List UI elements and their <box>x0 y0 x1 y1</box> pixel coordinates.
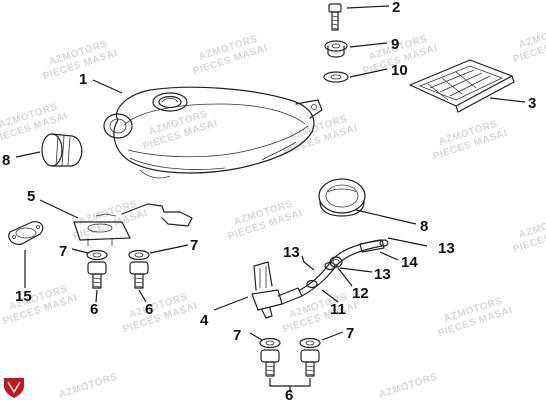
watermark-4: AZMOTORS PIECES MASAI <box>512 22 546 66</box>
svg-text:AZMOTORS: AZMOTORS <box>58 372 119 400</box>
callout-7-lower-left: 7 <box>233 327 241 344</box>
callout-6-lower: 6 <box>285 387 293 400</box>
callout-5: 5 <box>27 188 35 205</box>
fuel-filter-part-12 <box>329 256 343 268</box>
washer-7-lower-left <box>259 337 281 349</box>
watermark-8: AZMOTORS PIECES MASAI <box>432 119 509 163</box>
callout-7-upper-right: 7 <box>190 237 198 254</box>
callout-9: 9 <box>391 36 399 53</box>
watermark-17: AZMOTORS <box>378 372 439 400</box>
leader-lines <box>15 5 526 392</box>
watermark-10: AZMOTORS PIECES MASAI <box>227 199 304 243</box>
hose-clip-13-lower <box>306 279 318 289</box>
fuel-cap-part-8-right <box>318 178 366 217</box>
washer-7-lower-right <box>299 337 321 349</box>
masai-shield-logo-icon <box>4 378 24 398</box>
watermark-11: AZMOTORS PIECES MASAI <box>512 212 546 256</box>
washer-part-10 <box>323 71 349 83</box>
cap-plug-part-8-left <box>41 133 83 167</box>
fuel-tap-part-4 <box>251 261 303 319</box>
tank-bracket-part-3 <box>409 59 515 113</box>
connector-part-14 <box>359 239 385 253</box>
callout-10: 10 <box>391 62 408 79</box>
callout-6-upper-right: 6 <box>145 301 153 318</box>
filler-cap-ring <box>152 92 188 112</box>
callout-3: 3 <box>528 95 536 112</box>
callout-4: 4 <box>200 312 209 329</box>
bolt-part-2 <box>328 3 342 31</box>
callout-11: 11 <box>330 301 346 318</box>
callout-13-right: 13 <box>438 240 455 257</box>
screw-6-upper-right <box>129 261 149 289</box>
svg-text:AZMOTORS: AZMOTORS <box>378 372 439 400</box>
callout-labels: 1 2 3 4 5 6 6 6 7 7 7 7 8 8 9 10 11 12 1… <box>2 0 536 400</box>
callout-7-upper-left: 7 <box>59 243 67 260</box>
hose-clip-13-upper <box>379 239 389 247</box>
fuel-sender-part-5 <box>73 203 193 246</box>
grommet-part-9 <box>324 40 348 58</box>
watermark-13: AZMOTORS PIECES MASAI <box>122 292 199 336</box>
watermark-9: AZMOTORS PIECES MASAI <box>72 199 149 243</box>
gasket-part-15 <box>8 221 44 245</box>
callout-8-left: 8 <box>2 152 10 169</box>
screw-6-lower-right <box>300 349 320 377</box>
screw-6-lower-left <box>260 349 280 377</box>
callout-15: 15 <box>15 288 32 305</box>
callout-14: 14 <box>401 254 418 271</box>
watermark-15: AZMOTORS PIECES MASAI <box>437 296 514 340</box>
callout-12: 12 <box>352 285 369 302</box>
callout-7-lower-right: 7 <box>346 325 354 342</box>
callout-1: 1 <box>79 71 87 88</box>
washer-7-upper-left <box>86 249 108 261</box>
callout-2: 2 <box>392 0 400 16</box>
watermark-12: AZMOTORS PIECES MASAI <box>2 284 79 328</box>
watermark-16: AZMOTORS <box>58 372 119 400</box>
fuel-tank-part <box>103 86 323 179</box>
screw-6-upper-left <box>87 261 107 289</box>
callout-13-middle: 13 <box>374 266 391 283</box>
callout-13-left: 13 <box>283 244 300 261</box>
callout-8-right: 8 <box>420 218 428 235</box>
callout-6-upper-left: 6 <box>90 301 98 318</box>
washer-7-upper-right <box>128 249 150 261</box>
watermark-6: AZMOTORS PIECES MASAI <box>142 109 219 153</box>
watermark-1: AZMOTORS PIECES MASAI <box>192 34 269 78</box>
